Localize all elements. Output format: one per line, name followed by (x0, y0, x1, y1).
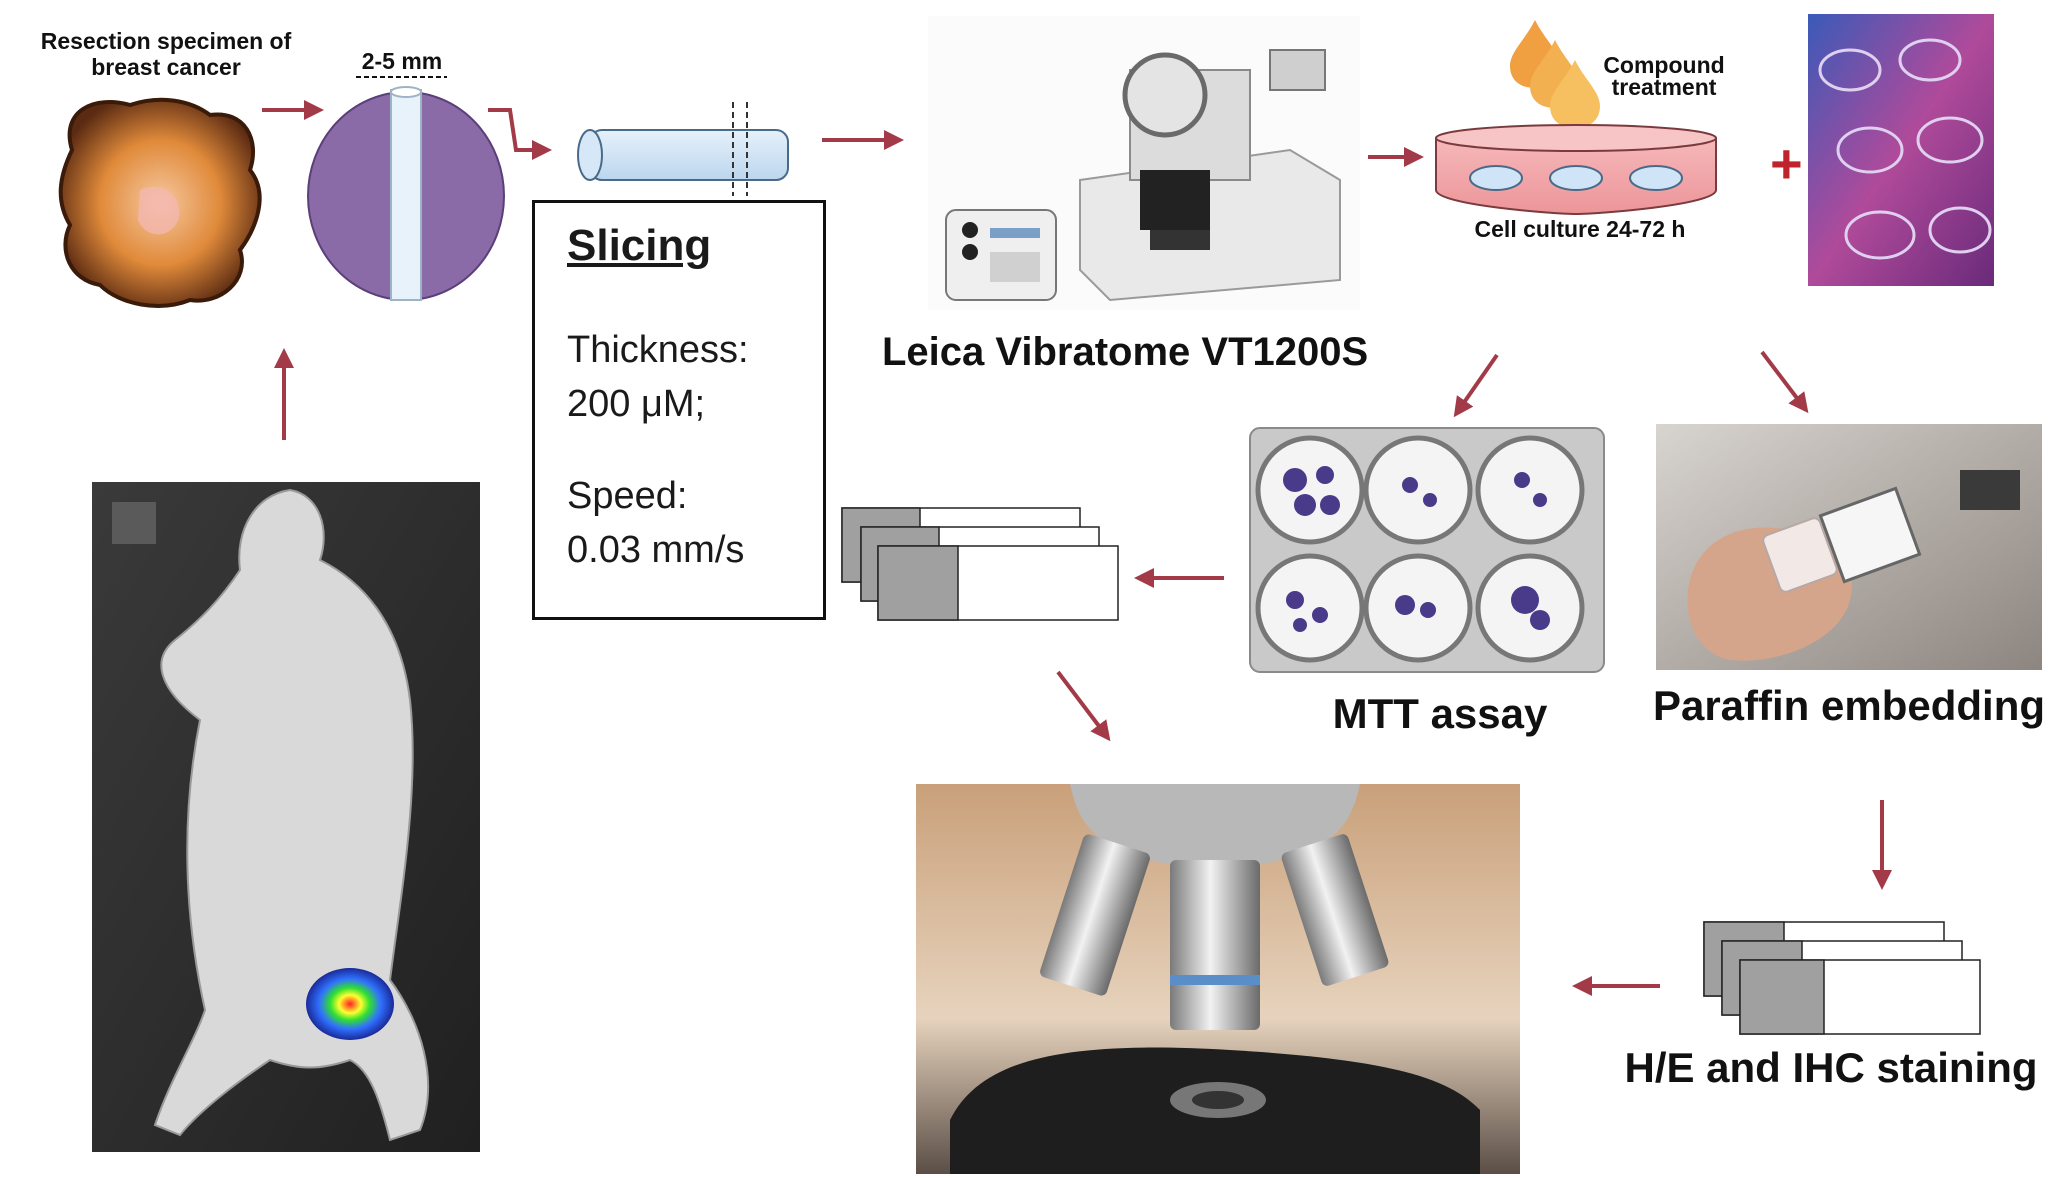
thickness-label: Thickness: (567, 329, 749, 371)
culture-label: Cell culture 24-72 h (1474, 216, 1686, 242)
mtt-plate-photo (1249, 427, 1605, 673)
arrow-core-to-cylinder (488, 108, 552, 160)
resection-label-line2: breast cancer (91, 54, 241, 80)
slicing-box: Slicing Thickness: 200 μM; Speed: 0.03 m… (532, 200, 826, 620)
resection-label-line1: Resection specimen of (40, 28, 292, 54)
slide-stack-2 (1703, 921, 1981, 1035)
vibratome-label: Leica Vibratome VT1200S (882, 330, 1369, 374)
tissue-cylinder (577, 102, 789, 196)
speed-label: Speed: (567, 475, 688, 517)
mouse-bioluminescence-photo (92, 482, 480, 1152)
mtt-label: MTT assay (1332, 690, 1548, 737)
culture-dish (1435, 124, 1717, 216)
resection-label: Resection specimen of breast cancer (26, 28, 306, 80)
tissue-core-disc (307, 86, 505, 301)
plus-sign: + (1770, 132, 1803, 195)
speed-value: 0.03 mm/s (567, 529, 745, 571)
tumor-specimen-photo (58, 97, 262, 308)
thickness-value: 200 μM; (567, 383, 706, 425)
paraffin-label: Paraffin embedding (1652, 682, 2046, 729)
vibratome-photo (928, 16, 1360, 310)
paraffin-embedding-photo (1656, 424, 2042, 670)
slide-stack-1 (841, 507, 1119, 621)
arrow-culture-to-mtt (1453, 353, 1499, 418)
compound-label-line2: treatment (1611, 74, 1717, 100)
compound-label: Compound treatment (1586, 52, 1742, 100)
compound-droplets (1510, 20, 1600, 128)
core-size-label: 2-5 mm (361, 48, 443, 74)
staining-label: H/E and IHC staining (1624, 1044, 2038, 1091)
well-plate-photo (1808, 14, 1994, 286)
arrow-culture-to-paraffin (1760, 350, 1809, 414)
slicing-title: Slicing (567, 221, 712, 270)
arrow-slides-to-microscope (1056, 670, 1111, 742)
compound-label-line1: Compound (1603, 52, 1725, 78)
microscope-photo (916, 784, 1520, 1174)
